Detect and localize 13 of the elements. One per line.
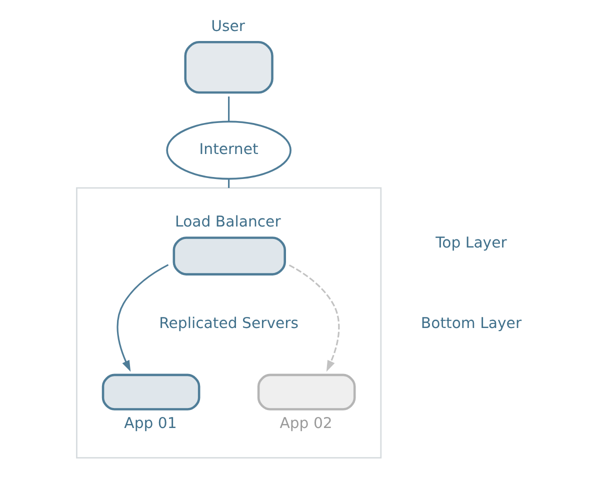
- node-label: Load Balancer: [175, 212, 281, 231]
- node-label: User: [211, 17, 245, 36]
- node-label: App 02: [280, 414, 332, 432]
- arrow: [116, 264, 169, 372]
- label: Top Layer: [436, 233, 507, 252]
- arrow: [288, 264, 340, 372]
- node-label: App 01: [124, 414, 177, 432]
- label: Bottom Layer: [420, 314, 522, 332]
- connector: [228, 96, 230, 122]
- cluster: [76, 187, 382, 459]
- connector: [228, 179, 230, 188]
- node-ellipse: Internet: [166, 120, 292, 180]
- label: Replicated Servers: [159, 314, 298, 332]
